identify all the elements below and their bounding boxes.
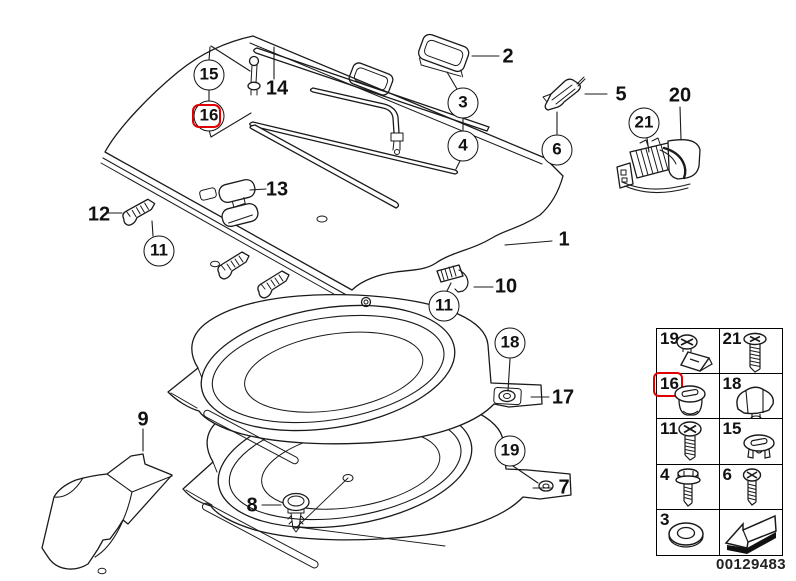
phillips-pan-screw-icon [678,421,702,462]
callout-4[interactable]: 4 [447,130,479,162]
continue-arrow-icon [724,514,777,554]
callout-14[interactable]: 14 [265,77,289,100]
latch-parts-20-21-art [616,137,701,194]
caps-part-13-art [218,178,259,228]
hook-clips-art [122,198,290,299]
legend-cell-15[interactable]: 15 [719,419,782,465]
wing-knob-icon [735,386,774,420]
legend-cell-16[interactable]: 16 [653,372,720,420]
legend-number: 15 [722,419,742,439]
callout-11a[interactable]: 11 [143,235,175,267]
legend-number: 3 [660,509,670,529]
highlight-box-legend-16 [653,372,683,398]
rivet-part-8-art [282,492,310,533]
flat-washer-icon [668,522,704,548]
callout-9[interactable]: 9 [137,408,149,431]
phillips-screw-small-icon [742,467,761,506]
legend-cell-4[interactable]: 4 [657,464,720,510]
legend-number: 16 [660,374,679,394]
legend-cell-21[interactable]: 21 [719,329,782,375]
callout-15[interactable]: 15 [193,59,225,91]
legend-number: 4 [660,464,670,484]
callout-3[interactable]: 3 [447,87,479,119]
phillips-pan-screw-long-icon [742,332,767,373]
legend-number: 19 [660,329,679,348]
legend-number: 11 [660,419,678,439]
callout-21[interactable]: 21 [628,107,660,139]
hex-flange-bolt-icon [675,467,701,507]
legend-cell-19[interactable]: 19 [657,329,720,375]
legend-cell-arrow[interactable] [720,510,783,555]
grommet-clip-icon [742,434,775,460]
callout-10[interactable]: 10 [494,275,518,298]
legend-number: 6 [722,464,732,484]
callout-12[interactable]: 12 [87,203,111,226]
legend-cell-11[interactable]: 11 [657,419,720,465]
wedge-part-9-art [41,453,173,570]
fastener-legend-table: 19 21 16 18 [653,328,783,556]
screw-with-cage-nut-icon [676,334,713,372]
callout-11b[interactable]: 11 [428,290,460,322]
callout-2[interactable]: 2 [502,45,514,68]
callout-20[interactable]: 20 [668,84,692,107]
callout-17[interactable]: 17 [551,386,575,409]
legend-cell-6[interactable]: 6 [719,464,782,510]
callout-13[interactable]: 13 [265,178,289,201]
legend-number: 21 [722,329,742,348]
diagram-code: 00129483 [716,556,786,573]
legend-cell-18[interactable]: 18 [719,374,782,420]
callout-5[interactable]: 5 [615,83,627,106]
floor-panel-upper-art [167,294,543,465]
legend-cell-3[interactable]: 3 [657,509,720,555]
clip-part-10-art [436,264,469,293]
callout-6[interactable]: 6 [541,134,573,166]
callout-18[interactable]: 18 [494,327,526,359]
highlight-box-callout-16 [192,104,221,128]
callout-8[interactable]: 8 [246,494,258,517]
callout-19[interactable]: 19 [494,435,526,467]
leader-lines [106,45,682,547]
callout-7[interactable]: 7 [558,476,570,499]
legend-number: 18 [722,374,742,394]
expanding-grommet-icon [674,385,706,416]
cap-part-2-art [417,33,470,78]
clip-part-5-art [542,76,586,111]
cargo-cover-art [100,35,564,303]
callout-1[interactable]: 1 [558,228,570,251]
